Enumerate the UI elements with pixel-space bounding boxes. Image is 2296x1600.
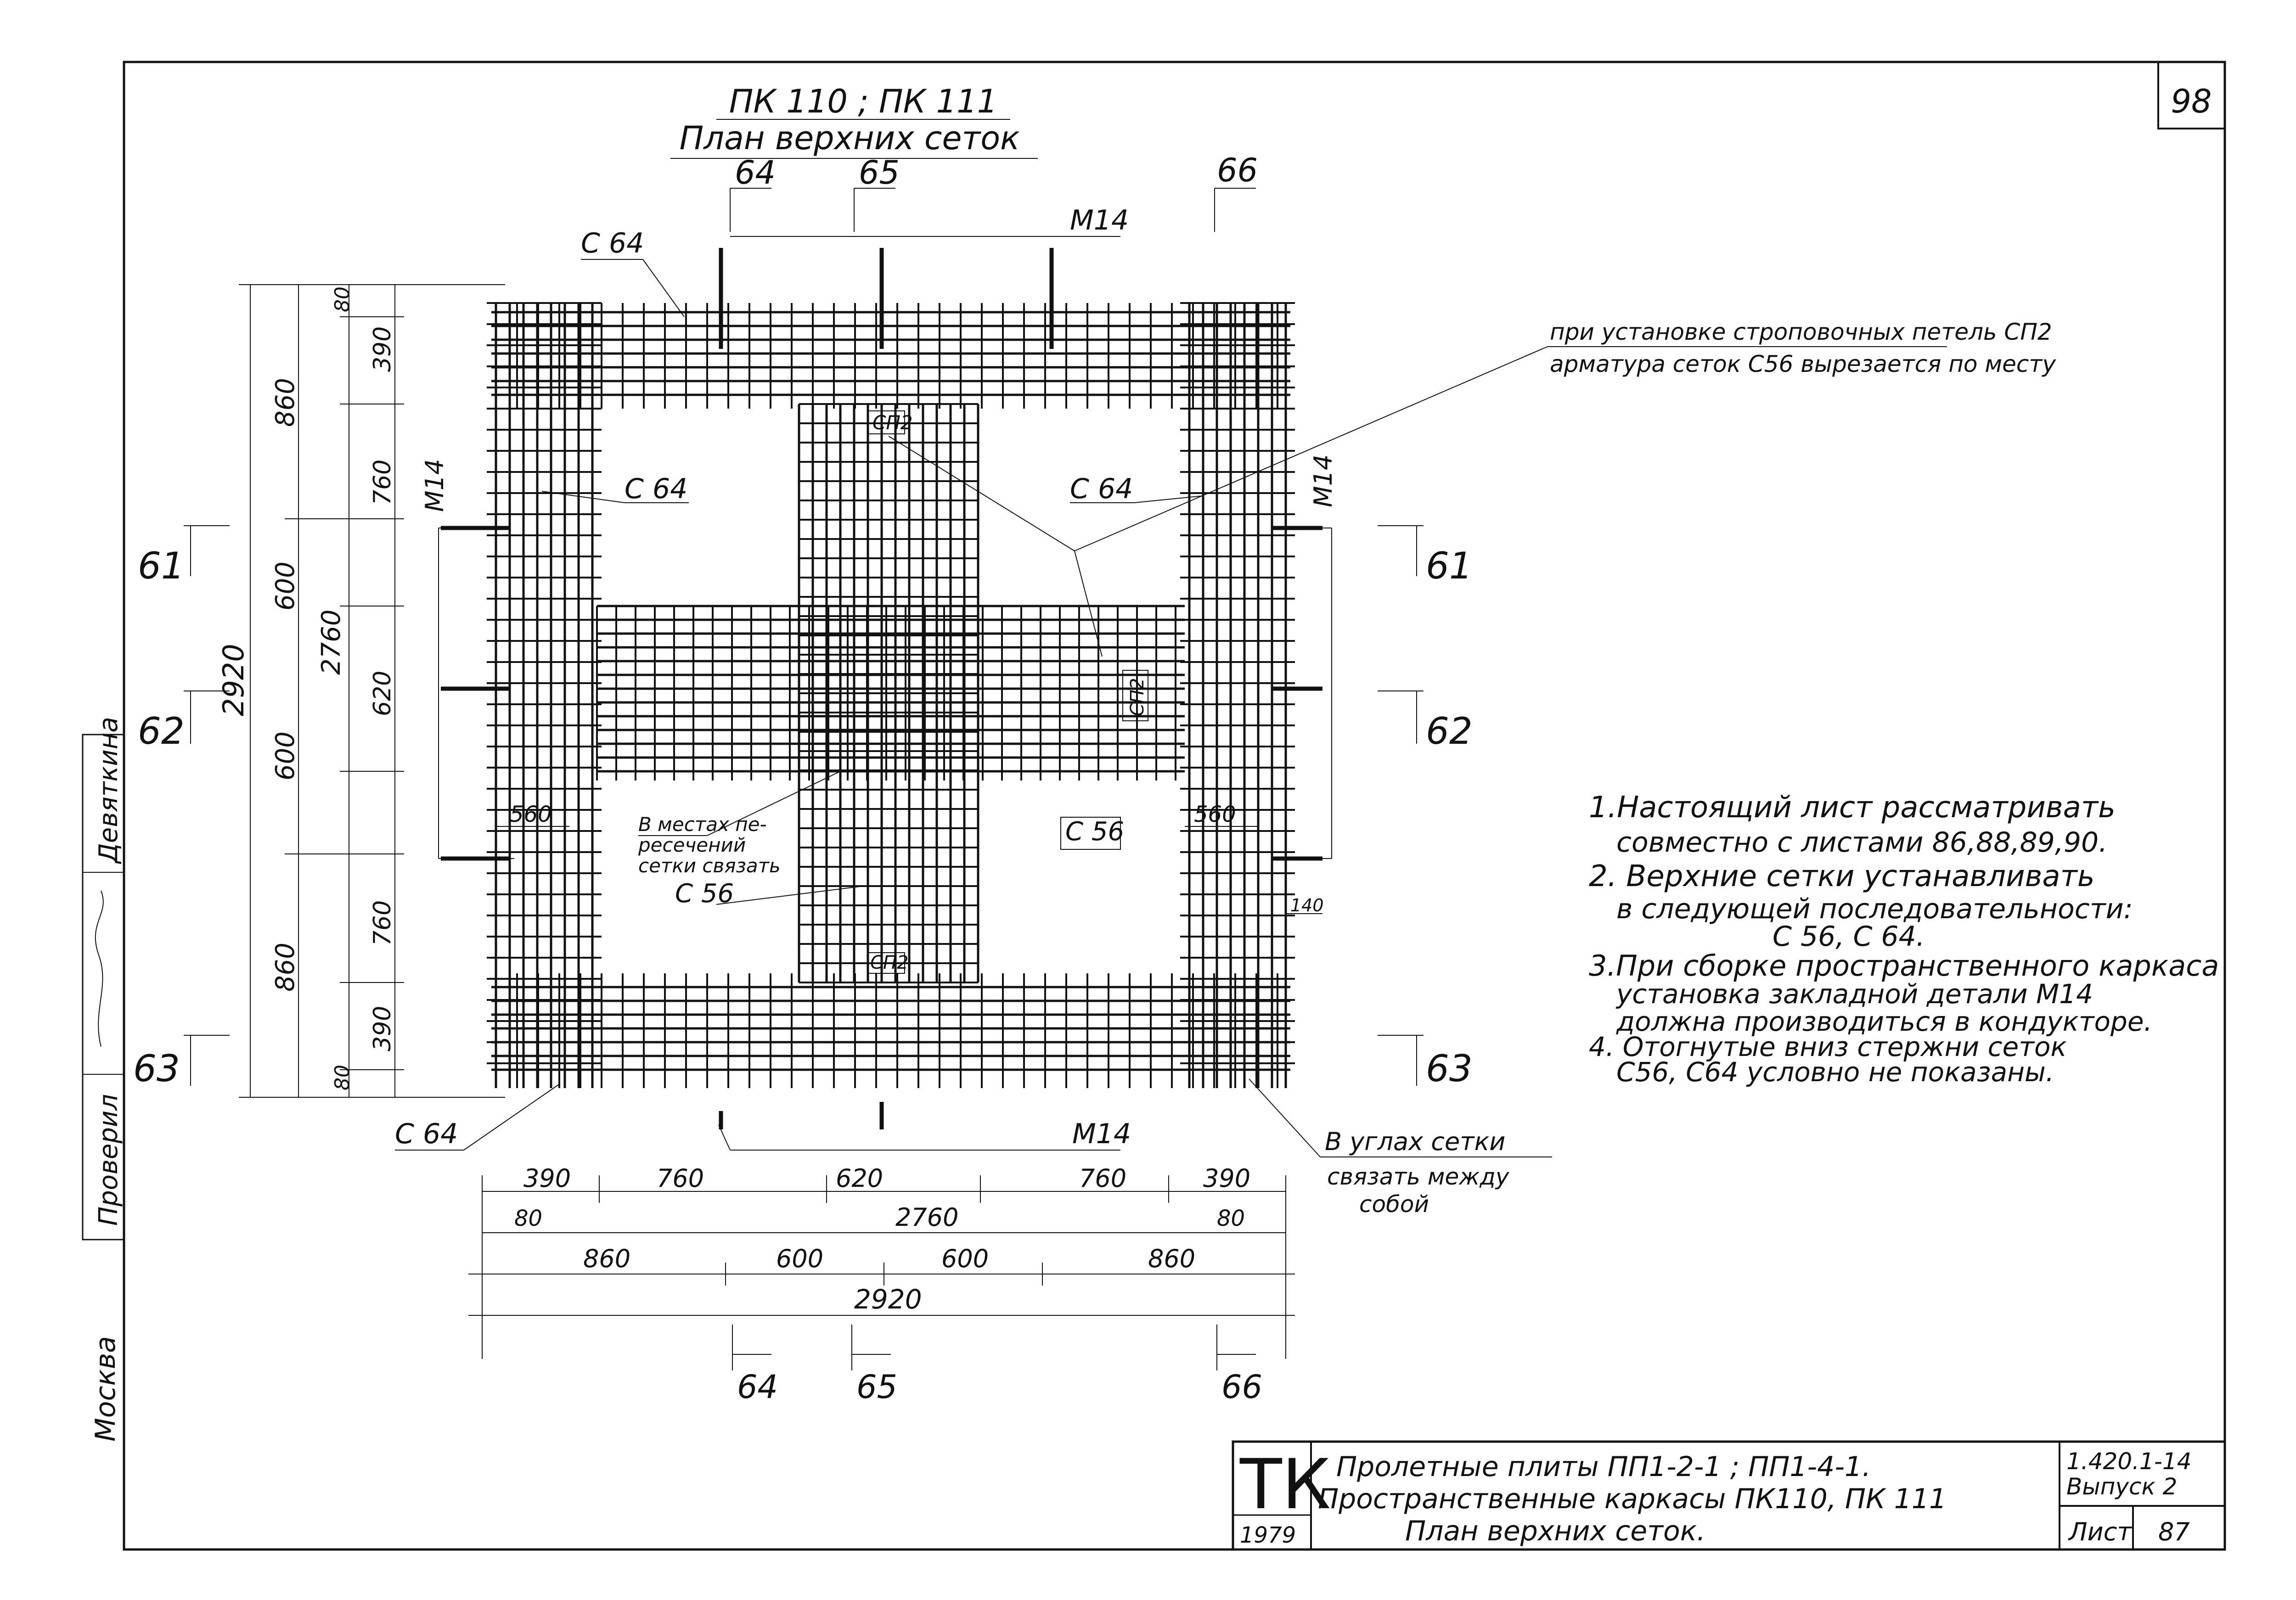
title-issue: Выпуск 2: [2066, 1473, 2177, 1500]
dim-600-left-a: 600: [270, 561, 300, 611]
crossing-note-line4: С 56: [675, 879, 734, 909]
dim-390-left-bottom: 390: [369, 1006, 396, 1051]
stamp-name: Девяткина: [94, 717, 124, 865]
dim-860-left-top: 860: [270, 378, 300, 427]
label-c64-bottom: С 64: [395, 1118, 458, 1150]
dim-560-left: 560: [510, 802, 552, 827]
dim-80-bottom-right: 80: [1217, 1206, 1245, 1231]
corner-note-line3: собой: [1359, 1191, 1429, 1218]
section-61-left: 61: [138, 545, 185, 587]
section-65-bottom: 65: [856, 1368, 897, 1406]
dim-2920-left: 2920: [217, 644, 250, 716]
section-66-bottom: 66: [1221, 1368, 1262, 1406]
stamp-role-checked: Проверил: [94, 1094, 124, 1226]
title-block: ТК 1979 Пролетные плиты ПП1-2-1 ; ПП1-4-…: [1232, 1440, 2226, 1551]
section-63-right: 63: [1426, 1047, 1473, 1090]
title-sheet-number: 87: [2158, 1517, 2190, 1546]
label-sp2-top: СП2: [872, 411, 913, 434]
dim-2760-bottom: 2760: [895, 1203, 958, 1232]
dim-600-bottom-left: 600: [776, 1244, 823, 1273]
section-64-top: 64: [735, 154, 776, 191]
label-m14-top: М14: [1070, 204, 1129, 236]
note-line-9: 4. Отогнутые вниз стержни сеток: [1589, 1031, 2067, 1062]
dim-80-left-top: 80: [331, 286, 354, 312]
section-62-left: 62: [138, 710, 185, 752]
section-62-right: 62: [1426, 710, 1473, 752]
title-sheet-label: Лист: [2068, 1517, 2132, 1546]
dim-600-bottom-right: 600: [941, 1244, 989, 1273]
sheet-number-box: [2157, 61, 2226, 129]
side-stamp: Проверил Девяткина Москва: [82, 717, 125, 1442]
label-m14-left: М14: [420, 459, 449, 512]
dim-760-left-top: 760: [369, 460, 396, 505]
corner-note-line2: связать между: [1327, 1163, 1510, 1190]
org-mark: ТК: [1239, 1445, 1331, 1525]
sp2-note-line1: при установке строповочных петель СП2: [1550, 319, 2052, 345]
section-65-top: 65: [859, 154, 900, 191]
dim-390-left-top: 390: [369, 326, 396, 372]
dim-620-left: 620: [369, 671, 396, 716]
title-desc-line3: План верхних сеток.: [1405, 1515, 1705, 1547]
label-sp2-right: СП2: [1127, 678, 1148, 716]
title-desc-line2: Пространственные каркасы ПК110, ПК 111: [1318, 1483, 1947, 1515]
note-line-4: в следующей последовательности:: [1616, 893, 2133, 925]
bottom-dimensions: 390 760 620 760 390 80 2760 80 860 600 6…: [468, 1164, 1295, 1359]
dim-860-bottom-right: 860: [1148, 1244, 1195, 1273]
dim-140-right: 140: [1290, 895, 1324, 915]
callouts: С 64 М14 С 64 С 64 СП2 СП2 при установке…: [395, 204, 2057, 1218]
dim-2760-left: 2760: [316, 609, 346, 675]
dim-760-bottom-left: 760: [657, 1164, 704, 1193]
dim-860-bottom-left: 860: [583, 1244, 630, 1273]
signature-mark: [95, 890, 104, 1047]
note-line-2: совместно с листами 86,88,89,90.: [1616, 826, 2107, 859]
drawing-title-line1: ПК 110 ; ПК 111: [729, 83, 997, 120]
crossing-note-line2: ресечений: [638, 834, 746, 856]
title-desc-line1: Пролетные плиты ПП1-2-1 ; ПП1-4-1.: [1336, 1451, 1871, 1483]
note-line-5: С 56, С 64.: [1773, 921, 1925, 953]
dim-390-bottom-right: 390: [1203, 1164, 1250, 1193]
label-c64-right: С 64: [1070, 473, 1133, 505]
sheet-number: 98: [2171, 83, 2212, 120]
drawing-title-line2: План верхних сеток: [680, 119, 1020, 157]
note-line-8: должна производиться в кондукторе.: [1616, 1006, 2152, 1037]
note-line-7: установка закладной детали М14: [1615, 978, 2093, 1010]
dim-620-bottom: 620: [836, 1164, 883, 1193]
section-61-right: 61: [1426, 545, 1473, 587]
label-c64-left: С 64: [625, 473, 687, 505]
label-c56-right: С 56: [1065, 817, 1124, 847]
note-line-1: 1.Настоящий лист рассматривать: [1589, 791, 2116, 825]
title-year: 1979: [1240, 1522, 1296, 1548]
title-code: 1.420.1-14: [2066, 1448, 2192, 1475]
dim-760-bottom-right: 760: [1079, 1164, 1126, 1193]
general-notes: 1.Настоящий лист рассматривать совместно…: [1589, 791, 2219, 1088]
label-c64-top: С 64: [581, 227, 644, 259]
dim-560-right: 560: [1194, 802, 1236, 827]
sp2-note-line2: арматура сеток С56 вырезается по месту: [1550, 351, 2057, 377]
note-line-10: С56, С64 условно не показаны.: [1616, 1056, 2054, 1088]
section-66-top: 66: [1217, 152, 1258, 189]
stamp-city: Москва: [90, 1336, 122, 1442]
section-64-bottom: 64: [737, 1368, 778, 1406]
note-line-6: 3.При сборке пространственного каркаса: [1589, 949, 2219, 982]
label-m14-right: М14: [1309, 455, 1338, 507]
dim-390-bottom-left: 390: [523, 1164, 571, 1193]
section-marks: 61 61 62 62 63 63 64 65 66 64 65: [133, 152, 1473, 1406]
dim-80-bottom-left: 80: [514, 1206, 542, 1231]
dim-860-left-bottom: 860: [270, 943, 300, 992]
dim-600-left-b: 600: [270, 731, 300, 780]
note-line-3: 2. Верхние сетки устанавливать: [1589, 859, 2095, 893]
label-m14-bottom: М14: [1072, 1118, 1131, 1150]
dim-80-left-bottom: 80: [331, 1065, 354, 1090]
label-sp2-bottom: СП2: [870, 952, 908, 973]
section-63-left: 63: [133, 1047, 180, 1090]
dim-2920-bottom: 2920: [854, 1284, 922, 1315]
left-dimensions: 2920 2760 860 600 600 860 390 760 620 76…: [217, 284, 505, 1098]
corner-note-line1: В углах сетки: [1325, 1127, 1505, 1156]
mesh-plan: [441, 248, 1322, 1129]
dim-760-left-bottom: 760: [369, 900, 396, 946]
crossing-note-line3: сетки связать: [638, 854, 781, 877]
